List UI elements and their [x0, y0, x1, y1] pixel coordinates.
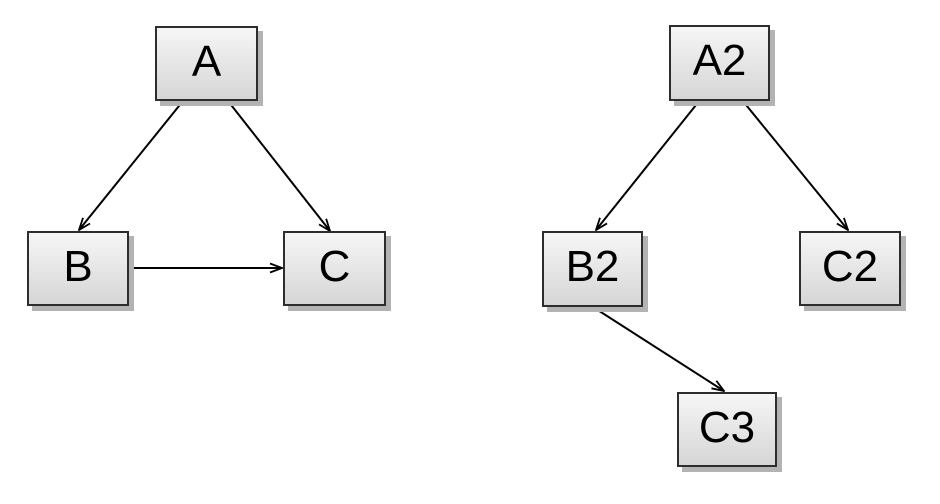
node-B2: B2 [542, 231, 643, 307]
node-A2: A2 [669, 25, 770, 101]
node-label: C3 [698, 402, 756, 452]
node-label: C2 [821, 241, 879, 291]
node-label: B [63, 241, 93, 291]
node-label: C [318, 241, 351, 291]
node-A: A [155, 26, 258, 101]
node-label: A2 [692, 36, 747, 85]
edge-A2-C2 [741, 99, 848, 230]
node-C: C [283, 231, 386, 306]
edge-B2-C3 [592, 306, 724, 391]
node-label: B2 [565, 242, 620, 291]
edge-A2-B2 [596, 99, 701, 230]
node-B: B [27, 231, 129, 306]
node-C2: C2 [799, 231, 901, 306]
node-C3: C3 [677, 392, 777, 467]
edge-A-B [79, 100, 184, 230]
edge-A-C [227, 100, 330, 231]
node-label: A [191, 36, 222, 86]
